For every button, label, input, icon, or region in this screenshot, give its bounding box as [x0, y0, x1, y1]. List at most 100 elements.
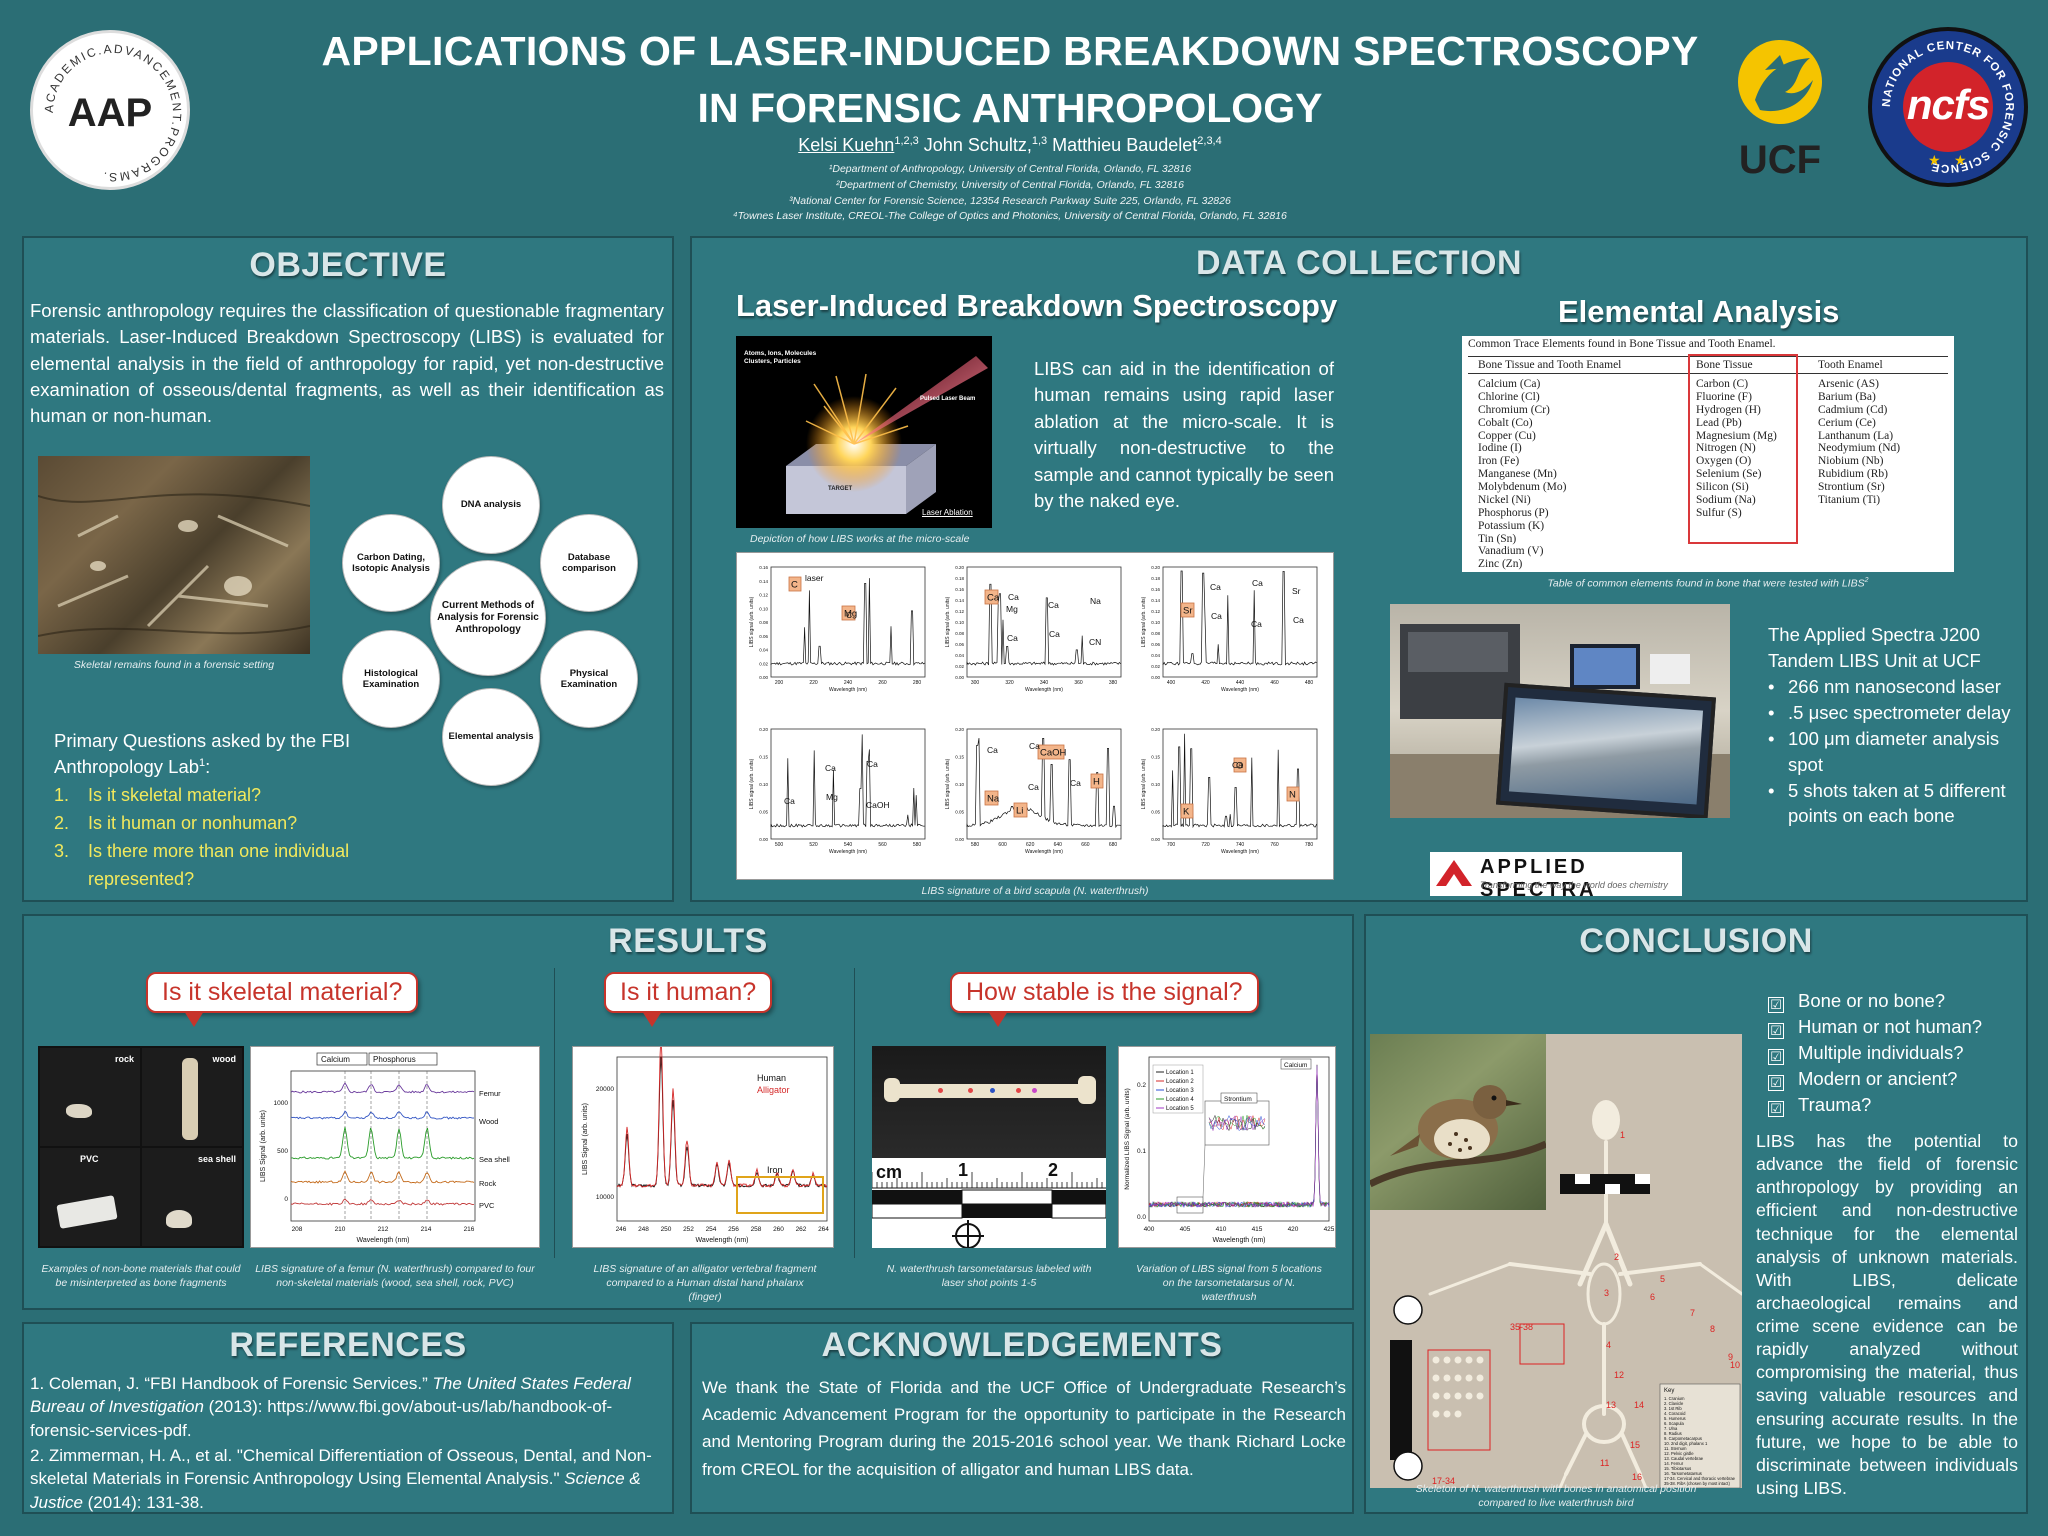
- diagram-node-database: Database comparison: [540, 514, 638, 612]
- reference-1-details: (2013): https://www.fbi.gov/about-us/lab…: [30, 1397, 613, 1440]
- spectrum-xtick: 580: [913, 842, 922, 848]
- femur-series-label: PVC: [479, 1201, 495, 1210]
- spectrum-axes: [1162, 566, 1318, 678]
- acknowledgements-panel: ACKNOWLEDGEMENTS We thank the State of F…: [690, 1322, 1354, 1514]
- human-xlabel: Wavelength (nm): [695, 1237, 748, 1244]
- data-collection-title: DATA COLLECTION: [1195, 244, 1523, 282]
- aap-logo-ring: ACADEMIC.ADVANCEMENT.PROGRAMS.: [42, 42, 182, 184]
- element-label: K: [1183, 807, 1190, 818]
- spectrum-ylabel: LIBS signal (arb. units): [749, 596, 755, 647]
- scale-bar-segment: [1575, 1174, 1590, 1184]
- spectrum-ytick: 0.20: [1151, 727, 1160, 732]
- table-col2-head: Bone Tissue: [1690, 356, 1802, 374]
- femur-ytick: 0: [284, 1196, 288, 1203]
- author-schultz: John Schultz,: [918, 135, 1032, 155]
- element-label-box: [1037, 744, 1065, 760]
- instrument-description: The Applied Spectra J200 Tandem LIBS Uni…: [1768, 624, 1981, 671]
- instrument-screen: [1496, 682, 1716, 818]
- element-annotation: Mg: [1006, 604, 1018, 614]
- checkbox-icon: ☑: [1768, 1048, 1784, 1065]
- libs-title: Laser-Induced Breakdown Spectroscopy: [736, 288, 1338, 323]
- key-item: 35-38. Ribs (chosen by most intact): [1664, 1481, 1730, 1486]
- spectrum-ytick: 0.00: [1151, 837, 1160, 842]
- stability-chart-caption: Variation of LIBS signal from 5 location…: [1136, 1263, 1322, 1304]
- spectrum-ytick: 0.04: [759, 648, 768, 653]
- stable-xtick: 425: [1324, 1226, 1335, 1233]
- spectrum-ytick: 0.12: [759, 593, 768, 598]
- table-cell: Sodium (Na): [1696, 493, 1756, 506]
- vertebra: [1454, 1374, 1462, 1382]
- table-highlight-box: [1688, 354, 1798, 544]
- stable-ytick: 0.0: [1137, 1214, 1146, 1221]
- shot-point: [1016, 1088, 1021, 1093]
- table-cell: Silicon (Si): [1696, 481, 1749, 493]
- stable-ytick: 0.2: [1137, 1082, 1146, 1089]
- spectrum-ytick: 0.00: [759, 675, 768, 680]
- bone-number: 35-38: [1510, 1322, 1533, 1332]
- objective-text: Forensic anthropology requires the class…: [30, 300, 664, 427]
- table-cell: Iron (Fe): [1478, 455, 1520, 468]
- pelvis: [1582, 1404, 1626, 1444]
- table-cell: Cerium (Ce): [1818, 416, 1876, 429]
- iron-label: Iron: [767, 1165, 783, 1175]
- pvc-label: PVC: [80, 1154, 99, 1164]
- ncfs-logo: NATIONAL CENTER FOR FORENSIC SCIENCE ★ ★…: [1868, 27, 2028, 187]
- table-caption-sup: 2: [1864, 577, 1869, 584]
- checklist-text: Modern or ancient?: [1798, 1067, 1958, 1089]
- spectrum-ytick: 0.14: [759, 579, 768, 584]
- calcium-tag-box: [1280, 1058, 1312, 1070]
- bone: [1698, 1262, 1742, 1296]
- element-label-box: [1090, 773, 1104, 789]
- table-cell: Selenium (Se): [1696, 468, 1762, 481]
- bone-number: 1: [1620, 1130, 1625, 1140]
- human-xtick: 262: [796, 1226, 807, 1233]
- element-annotation: Ca: [1251, 619, 1262, 629]
- rock-label: rock: [114, 1054, 134, 1064]
- spectrum-ytick: 0.12: [1151, 609, 1160, 614]
- scale-bar-segment: [1605, 1184, 1620, 1194]
- checklist-text: Trauma?: [1798, 1093, 1872, 1115]
- callout-stable: How stable is the signal?: [950, 972, 1259, 1027]
- spectrum-axes: [770, 566, 926, 678]
- table-cell: Molybdenum (Mo): [1478, 481, 1567, 493]
- question-num: 1.: [54, 785, 70, 805]
- stable-legend-box: [1152, 1064, 1204, 1114]
- table-cell: Hydrogen (H): [1696, 403, 1761, 416]
- spectrum-xtick: 280: [913, 680, 922, 686]
- element-annotation: Ca: [784, 796, 795, 806]
- vertebra: [1476, 1392, 1484, 1400]
- vertebra: [1443, 1410, 1451, 1418]
- element-annotation: Ca: [1232, 760, 1243, 770]
- bone: [1428, 1262, 1512, 1296]
- question-text: Is it human or nonhuman?: [88, 812, 298, 833]
- femur-xtick: 214: [421, 1226, 432, 1233]
- vertebra: [1432, 1356, 1440, 1364]
- bone-number: 10: [1730, 1360, 1740, 1370]
- bone: [1508, 1262, 1592, 1276]
- spectrum-ytick: 0.06: [759, 634, 768, 639]
- spectrum-xtick: 340: [1040, 680, 1049, 686]
- skeleton-caption: Skeleton of N. waterthrush with bones in…: [1415, 1483, 1697, 1510]
- spectrum-ytick: 0.08: [955, 631, 964, 636]
- spectrum-xtick: 660: [1081, 842, 1090, 848]
- skeletal-remains-photo: [38, 456, 310, 654]
- vertebra: [1465, 1374, 1473, 1382]
- spectrum-xtick: 420: [1201, 680, 1210, 686]
- human-xtick: 264: [818, 1226, 829, 1233]
- table-cell: Barium (Ba): [1818, 390, 1876, 403]
- strontium-tag: Strontium: [1224, 1096, 1252, 1103]
- spectrum-ytick: 0.14: [1151, 598, 1160, 603]
- bone-number: 5: [1660, 1274, 1665, 1284]
- element-annotation: C: [846, 610, 852, 620]
- table-cell: Cobalt (Co): [1478, 416, 1533, 429]
- spectrum-ytick: 0.16: [759, 565, 768, 570]
- diagram-node-dna: DNA analysis: [442, 456, 540, 554]
- key-item: 13. Caudal vertebrae: [1664, 1456, 1704, 1461]
- spectrum-ytick: 0.20: [759, 727, 768, 732]
- reference-2-authors: 2. Zimmerman, H. A., et al. "Chemical Di…: [30, 1446, 652, 1489]
- element-annotation: Ca: [1211, 611, 1222, 621]
- spectrum-ytick: 0.05: [759, 810, 768, 815]
- scale-bar-segment: [1635, 1174, 1650, 1184]
